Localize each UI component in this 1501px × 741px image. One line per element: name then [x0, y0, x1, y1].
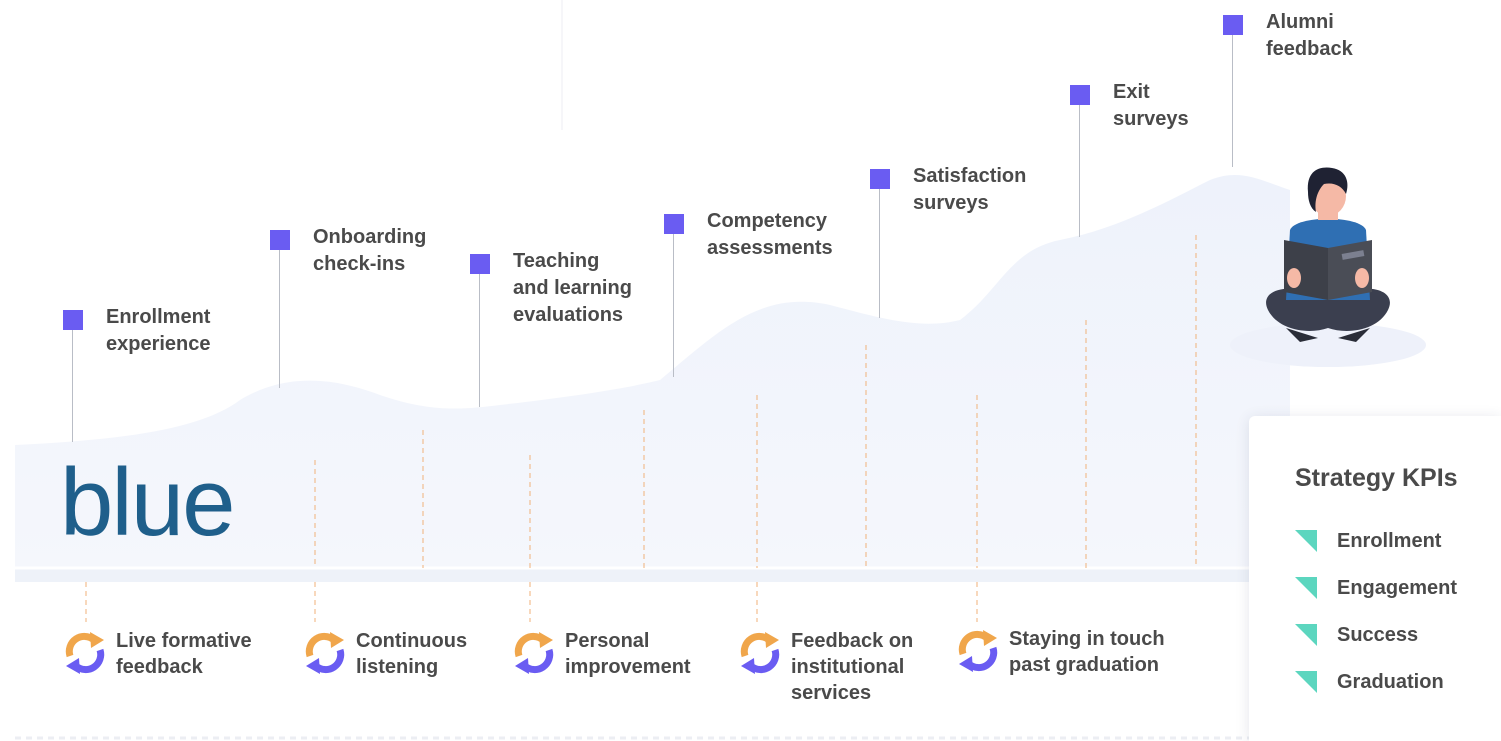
milestone-label-line: Satisfaction: [913, 165, 1027, 187]
milestone-stem: [673, 234, 674, 377]
milestone-stem: [1079, 105, 1080, 237]
milestone-marker: [870, 169, 890, 189]
milestone-label: Satisfaction surveys: [913, 163, 1026, 217]
refresh-cycle-icon: [514, 632, 554, 674]
milestone-marker: [1223, 15, 1243, 35]
feature-label-line: listening: [356, 656, 439, 678]
milestone-label-line: Enrollment: [106, 306, 211, 328]
refresh-cycle-icon: [740, 632, 780, 674]
milestone-stem: [72, 330, 73, 442]
kpi-item-label: Success: [1337, 624, 1419, 646]
kpi-marker-icon: [1295, 624, 1317, 646]
milestone-label-line: Alumni: [1266, 11, 1334, 33]
milestone-stem: [479, 274, 480, 407]
milestone-label-line: evaluations: [513, 304, 624, 326]
feature-label-line: services: [791, 682, 872, 704]
feature-label-line: past graduation: [1009, 654, 1160, 676]
milestone-stem: [279, 250, 280, 388]
feature-label-line: Continuous: [356, 630, 468, 652]
kpi-marker-icon: [1295, 530, 1317, 552]
milestone-label-line: surveys: [913, 192, 989, 214]
milestone-marker: [270, 230, 290, 250]
feature-label: Continuous listening: [356, 628, 467, 680]
milestone-marker: [470, 254, 490, 274]
milestone-label-line: surveys: [1113, 108, 1189, 130]
milestone-label: Onboarding check-ins: [313, 224, 426, 278]
milestone-label-line: experience: [106, 333, 211, 355]
kpi-item-label: Enrollment: [1337, 530, 1442, 552]
milestone-label: Enrollment experience: [106, 304, 211, 358]
milestone-label: Competency assessments: [707, 208, 833, 262]
milestone-stem: [879, 189, 880, 318]
strategy-kpis-panel: Strategy KPIs Enrollment Engagement Succ…: [1249, 416, 1501, 741]
milestone-label: Exit surveys: [1113, 79, 1189, 133]
milestone-label: Alumni feedback: [1266, 9, 1353, 63]
milestone-label-line: feedback: [1266, 38, 1353, 60]
feature-label-line: Feedback on: [791, 630, 914, 652]
refresh-cycle-icon: [65, 632, 105, 674]
feature-label: Personal improvement: [565, 628, 691, 680]
milestone-label-line: assessments: [707, 237, 833, 259]
feature-label: Staying in touch past graduation: [1009, 626, 1165, 678]
milestone-label-line: Onboarding: [313, 226, 427, 248]
milestone-marker: [664, 214, 684, 234]
milestone-label: Teaching and learning evaluations: [513, 248, 632, 329]
blue-logo: blue: [60, 449, 235, 556]
milestone-label-line: Competency: [707, 210, 828, 232]
feature-label-line: improvement: [565, 656, 691, 678]
refresh-cycle-icon: [958, 630, 998, 672]
kpi-marker-icon: [1295, 671, 1317, 693]
refresh-cycle-icon: [305, 632, 345, 674]
reading-person-illustration: [1230, 167, 1426, 367]
kpi-marker-icon: [1295, 577, 1317, 599]
feature-label-line: Live formative: [116, 630, 252, 652]
kpi-item-label: Engagement: [1337, 577, 1458, 599]
milestone-label-line: Teaching: [513, 250, 600, 272]
kpi-panel-title: Strategy KPIs: [1295, 464, 1458, 492]
kpi-item-label: Graduation: [1337, 671, 1444, 693]
feature-label-line: Staying in touch: [1009, 628, 1165, 650]
milestone-label-line: Exit: [1113, 81, 1150, 103]
feature-label: Live formative feedback: [116, 628, 252, 680]
milestone-marker: [63, 310, 83, 330]
feature-label-line: feedback: [116, 656, 203, 678]
feature-label: Feedback on institutional services: [791, 628, 913, 706]
milestone-stem: [1232, 35, 1233, 167]
milestone-marker: [1070, 85, 1090, 105]
feature-label-line: institutional: [791, 656, 905, 678]
milestone-label-line: check-ins: [313, 253, 406, 275]
feature-label-line: Personal: [565, 630, 650, 652]
milestone-label-line: and learning: [513, 277, 632, 299]
